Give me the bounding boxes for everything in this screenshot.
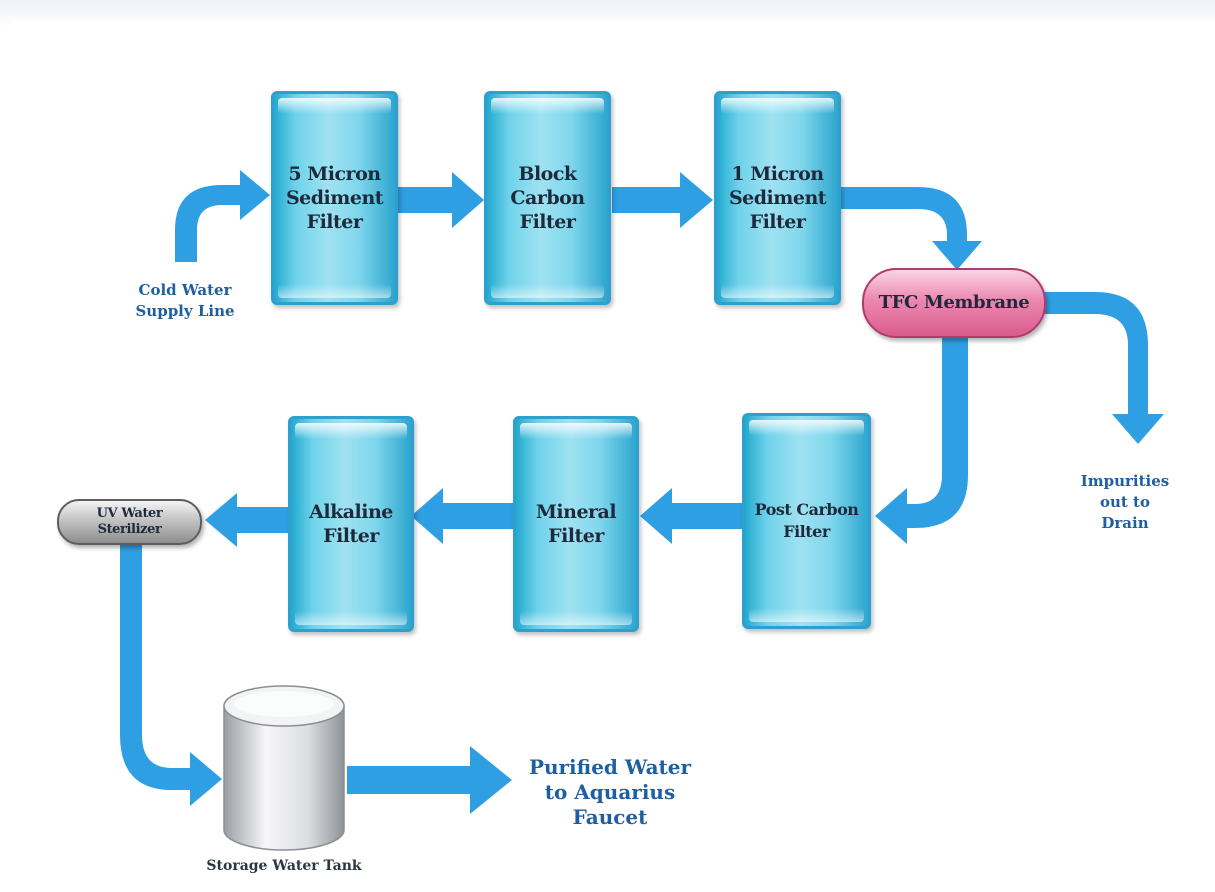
arrow-membrane-to-drain [1040,292,1164,444]
stage-label: Post Carbon Filter [754,500,859,541]
tfc-membrane: TFC Membrane [862,268,1046,338]
arrow-alkaline-to-uv [205,493,289,547]
arrow-membrane-to-postcarbon [875,337,968,544]
stage-post-carbon-filter: Post Carbon Filter [742,413,871,629]
sterilizer-label: UV Water Sterilizer [96,506,163,537]
drain-label: Impurities out to Drain [1080,472,1170,532]
arrow-tank-to-outlet [347,746,512,814]
membrane-label: TFC Membrane [878,292,1030,313]
stage-5-micron-sediment-filter: 5 Micron Sediment Filter [271,91,398,305]
stage-label: Alkaline Filter [309,501,393,547]
stage-label: 5 Micron Sediment Filter [285,163,384,233]
stage-1-micron-sediment-filter: 1 Micron Sediment Filter [714,91,841,305]
stage-block-carbon-filter: Block Carbon Filter [484,91,611,305]
inlet-label: Cold Water Supply Line [135,281,235,320]
stage-label: 1 Micron Sediment Filter [728,163,827,233]
arrow-postcarbon-to-mineral [640,488,742,544]
arrow-filter2-to-filter3 [612,172,713,228]
outlet-label: Purified Water to Aquarius Faucet [528,755,692,829]
inlet-arrow [175,170,270,262]
stage-mineral-filter: Mineral Filter [513,416,639,632]
arrow-filter3-to-membrane [840,187,982,270]
arrow-uv-to-tank [120,545,222,806]
uv-water-sterilizer: UV Water Sterilizer [57,499,202,545]
stage-alkaline-filter: Alkaline Filter [288,416,414,632]
stage-label: Mineral Filter [535,501,617,547]
storage-tank-label: Storage Water Tank [206,858,362,874]
arrow-mineral-to-alkaline [411,488,514,544]
storage-tank-icon [223,685,345,851]
stage-label: Block Carbon Filter [510,163,585,233]
arrow-filter1-to-filter2 [397,172,484,228]
